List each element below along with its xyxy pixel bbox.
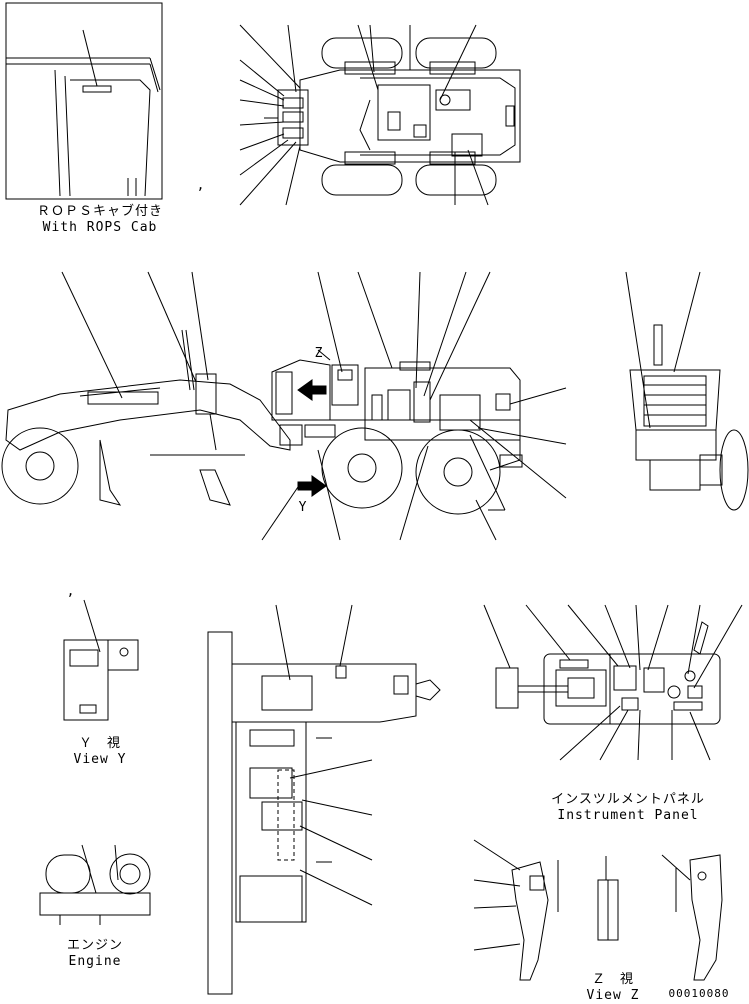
top-view	[240, 25, 520, 205]
rops-caption-jp: ＲＯＰＳキャブ付き	[36, 204, 163, 219]
instrument-caption-jp: インスツルメントパネル	[551, 792, 705, 807]
marker-y: Y	[298, 500, 308, 515]
view-z	[598, 855, 722, 980]
comma-mark-1: ,	[196, 178, 206, 193]
view-y	[64, 600, 138, 720]
viewy-caption-en: View Y	[73, 752, 127, 767]
viewz-caption-en: View Z	[586, 988, 640, 1003]
marker-z: Z	[314, 346, 324, 361]
engine-caption-en: Engine	[68, 954, 122, 969]
rear-view	[626, 272, 748, 510]
rops-caption-en: With ROPS Cab	[42, 220, 158, 235]
engine-view	[40, 845, 150, 925]
comma-mark-2: ,	[66, 584, 76, 599]
drawing-number: 00010080	[668, 987, 730, 1000]
instrument-caption-en: Instrument Panel	[557, 808, 699, 823]
viewy-caption-jp: Ｙ 視	[78, 736, 121, 751]
rops-cab-view	[6, 3, 162, 199]
fender-panel	[208, 605, 440, 994]
viewz-caption-jp: Ｚ 視	[591, 972, 634, 987]
engine-caption-jp: エンジン	[66, 938, 123, 953]
steering-column-view	[474, 840, 558, 980]
instrument-panel-view	[484, 605, 742, 760]
side-view	[2, 272, 566, 540]
